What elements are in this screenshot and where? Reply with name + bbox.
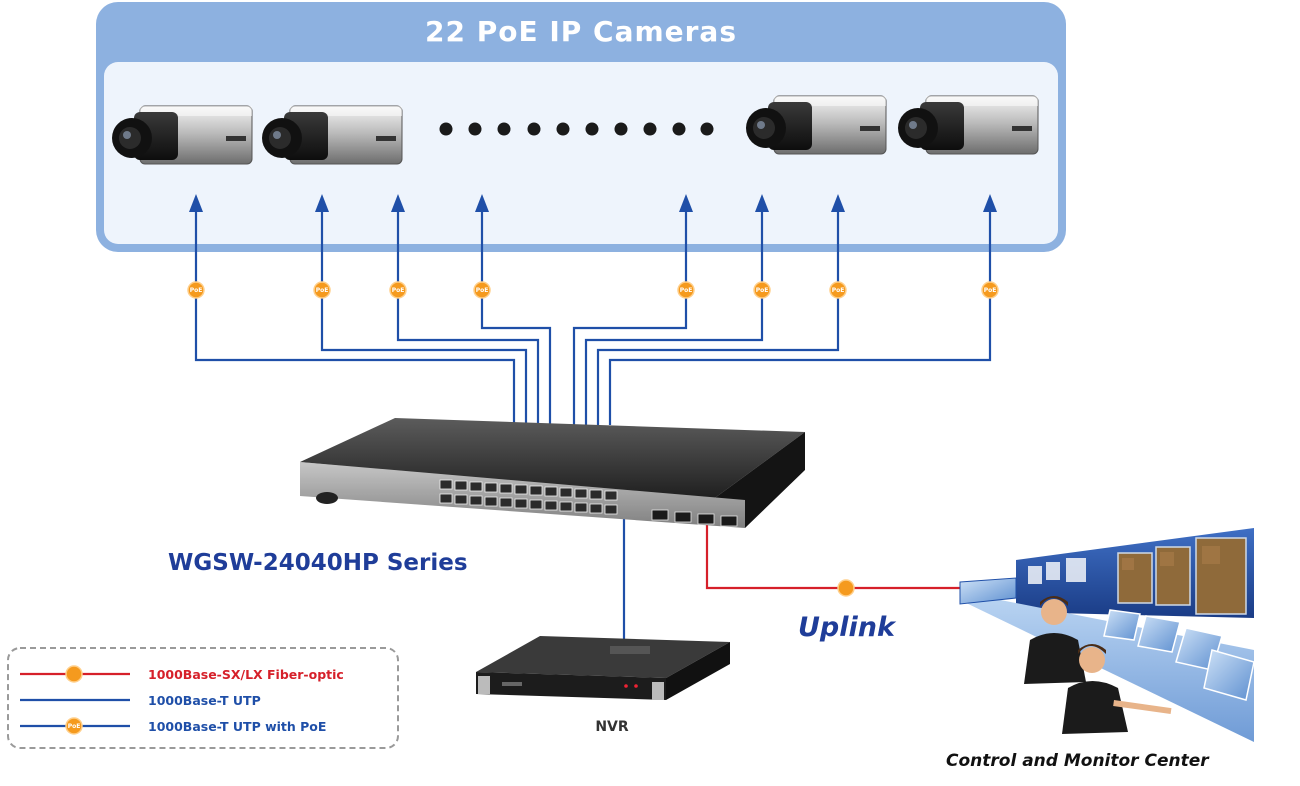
legend: 1000Base-SX/LX Fiber-optic 1000Base-T UT… xyxy=(7,647,399,749)
operator-icon xyxy=(1024,596,1172,734)
ip-camera-icon xyxy=(262,105,403,165)
legend-item-utp: 1000Base-T UTP xyxy=(20,693,261,708)
ip-camera-icon xyxy=(746,95,887,155)
poe-badge-icon: PoE xyxy=(677,281,695,299)
nvr-icon xyxy=(476,636,730,700)
ip-camera-icon xyxy=(898,95,1039,155)
ip-camera-icon xyxy=(112,105,253,165)
svg-text:PoE: PoE xyxy=(984,287,997,294)
svg-text:PoE: PoE xyxy=(756,287,769,294)
legend-item-utp-poe: PoE 1000Base-T UTP with PoE xyxy=(20,717,326,735)
video-wall-icon xyxy=(1016,528,1254,618)
nvr-label: NVR xyxy=(595,719,629,735)
poe-badge-icon: PoE xyxy=(187,281,205,299)
more-cameras-ellipsis xyxy=(439,122,714,136)
svg-text:PoE: PoE xyxy=(476,287,489,294)
poe-badge-icon: PoE xyxy=(829,281,847,299)
svg-text:PoE: PoE xyxy=(832,287,845,294)
poe-badge-icon: PoE xyxy=(753,281,771,299)
poe-switch-icon xyxy=(300,418,805,528)
uplink-label: Uplink xyxy=(798,612,897,643)
svg-text:PoE: PoE xyxy=(68,723,81,730)
svg-text:PoE: PoE xyxy=(392,287,405,294)
control-center-label: Control and Monitor Center xyxy=(946,751,1210,771)
uplink-fiber-link xyxy=(705,520,965,597)
svg-text:PoE: PoE xyxy=(316,287,329,294)
poe-cable-tree xyxy=(194,200,992,425)
legend-label-utp: 1000Base-T UTP xyxy=(148,693,261,708)
legend-label-fiber: 1000Base-SX/LX Fiber-optic xyxy=(148,667,344,682)
panel-title: 22 PoE IP Cameras xyxy=(425,15,737,48)
monitor-desk xyxy=(959,577,1255,742)
legend-label-utp-poe: 1000Base-T UTP with PoE xyxy=(148,719,326,734)
svg-text:PoE: PoE xyxy=(680,287,693,294)
switch-model-label: WGSW-24040HP Series xyxy=(168,550,468,576)
svg-text:PoE: PoE xyxy=(190,287,203,294)
poe-badge-icon: PoE xyxy=(473,281,491,299)
poe-badge-icon: PoE xyxy=(389,281,407,299)
arrow-heads xyxy=(189,194,997,212)
legend-item-fiber: 1000Base-SX/LX Fiber-optic xyxy=(20,665,344,683)
poe-badge-icon: PoE xyxy=(313,281,331,299)
poe-badge-icon: PoE xyxy=(981,281,999,299)
